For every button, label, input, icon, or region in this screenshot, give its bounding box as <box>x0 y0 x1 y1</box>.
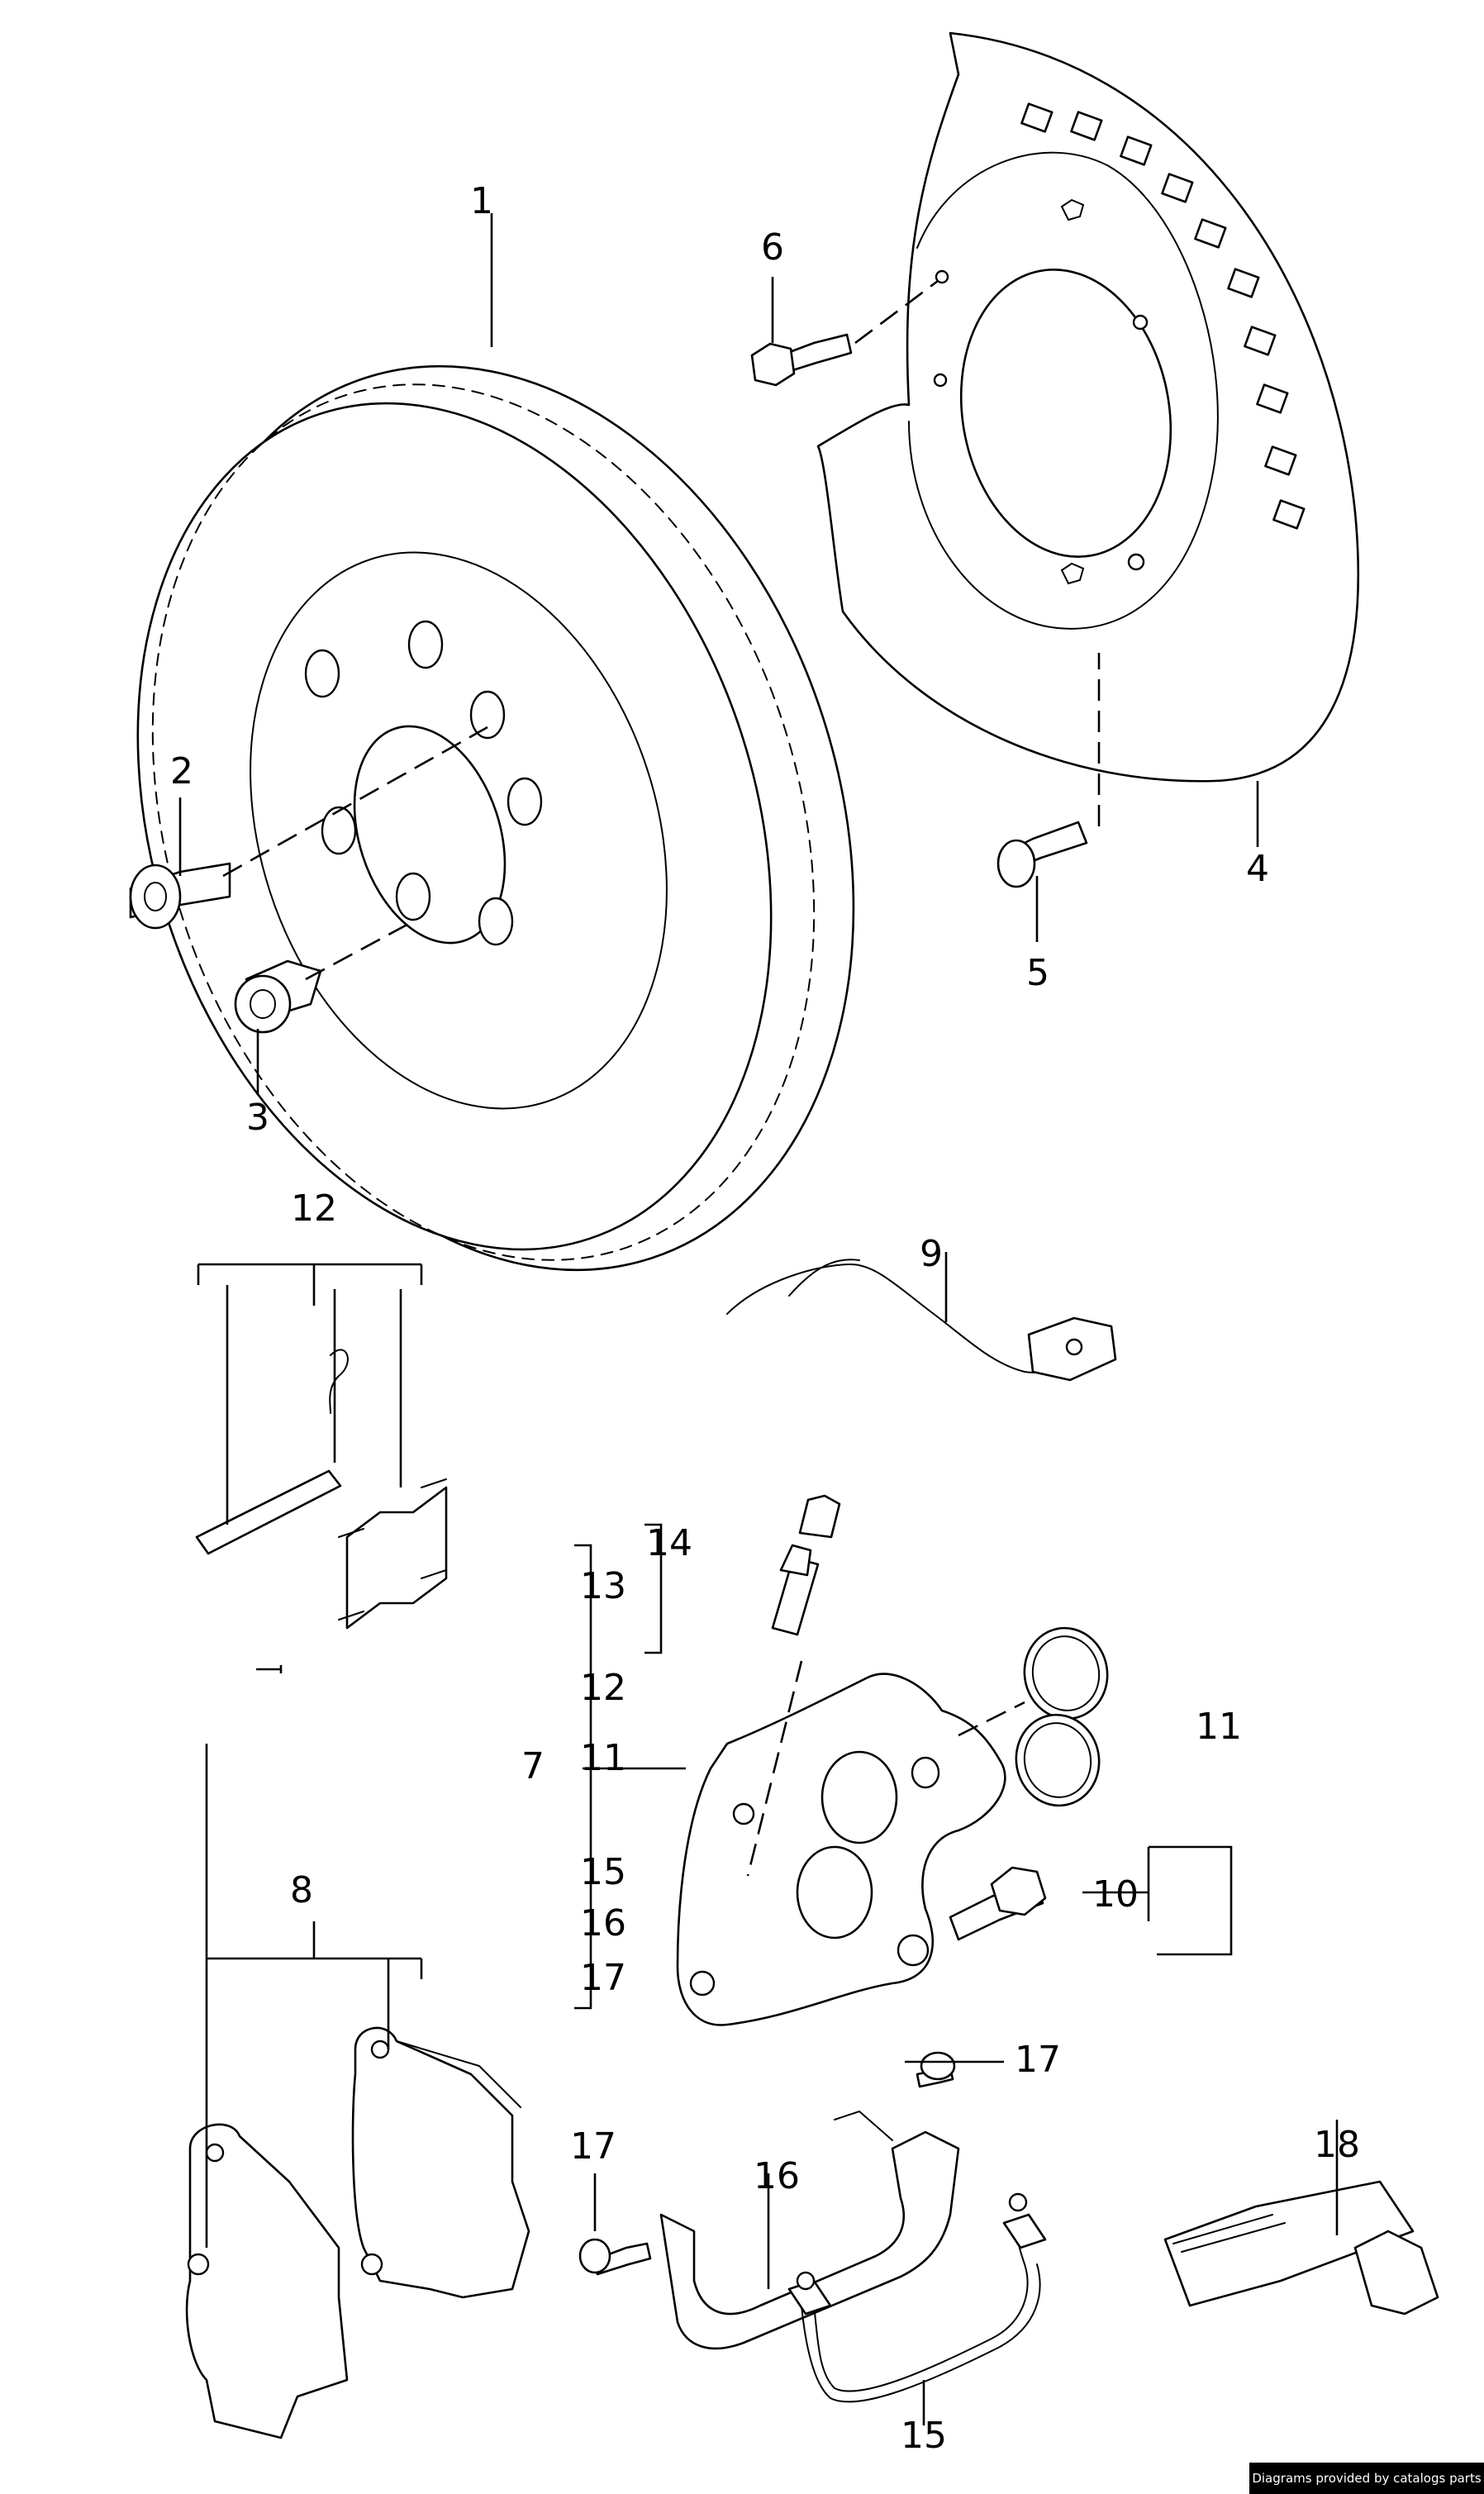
brake-disc <box>136 364 855 1272</box>
shield-bolt-lower <box>996 821 1088 888</box>
brake-caliper <box>676 1673 1006 2026</box>
callout-16-bottom: 16 <box>754 2155 800 2197</box>
callout-2: 2 <box>170 750 193 792</box>
callout-12-left: 12 <box>580 1667 626 1709</box>
credit-banner <box>1249 2463 1484 2494</box>
caliper-bolt <box>949 1866 1047 1941</box>
callout-18: 18 <box>1314 2124 1360 2166</box>
callout-17-bottom: 17 <box>570 2125 616 2168</box>
callout-17-left: 17 <box>580 1957 626 1999</box>
callout-1: 1 <box>470 180 493 222</box>
callout-15-bottom: 15 <box>901 2415 947 2457</box>
leader-lines <box>178 213 1339 2425</box>
callout-13: 13 <box>580 1565 626 1607</box>
brake-pads <box>185 2026 530 2439</box>
callout-9: 9 <box>920 1233 943 1275</box>
brake-line <box>787 2192 1047 2403</box>
seal-rings <box>1015 1626 1109 1807</box>
small-bolt-lower <box>578 2238 652 2276</box>
callout-8: 8 <box>290 1869 313 1911</box>
callout-5: 5 <box>1026 952 1049 994</box>
grease-tube <box>1163 2180 1439 2316</box>
shield-bolt-upper <box>750 333 853 387</box>
callout-11-left: 11 <box>580 1737 626 1779</box>
callout-3: 3 <box>246 1097 269 1139</box>
callout-14: 14 <box>646 1522 692 1564</box>
callout-labels: 1 2 3 4 5 6 7 8 9 10 11 11 12 12 13 14 1… <box>170 180 1360 2457</box>
callout-10: 10 <box>1092 1873 1139 1916</box>
retaining-pin-kit <box>195 1349 448 1630</box>
small-bolt-upper <box>916 2051 956 2088</box>
callout-16-left: 16 <box>580 1902 626 1944</box>
callout-17-right: 17 <box>1015 2039 1061 2081</box>
callout-11-right: 11 <box>1196 1706 1242 1748</box>
wear-sensor <box>726 1259 1117 1382</box>
splash-shield <box>816 31 1360 783</box>
callout-15-left: 15 <box>580 1851 626 1893</box>
bleeder-cap <box>798 1494 841 1539</box>
credit-text: Diagrams provided by catalogs parts <box>1252 2471 1482 2486</box>
callout-12-top: 12 <box>291 1188 337 1230</box>
callout-6: 6 <box>761 226 784 269</box>
threaded-bush <box>234 959 322 1034</box>
callout-7: 7 <box>521 1745 545 1787</box>
bleeder-screw <box>771 1544 820 1636</box>
callout-4: 4 <box>1246 848 1269 890</box>
